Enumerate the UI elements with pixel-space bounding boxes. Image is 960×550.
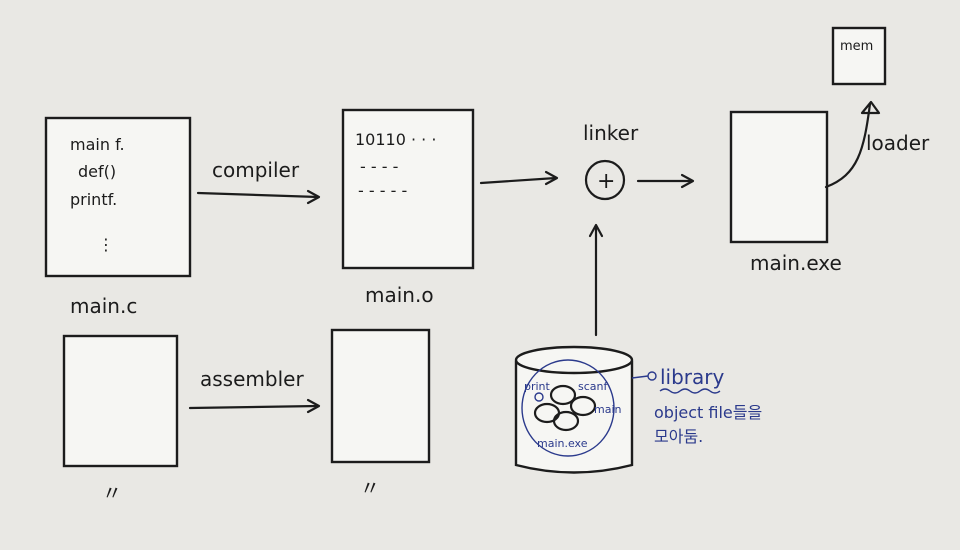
linker-label: linker [583, 121, 639, 145]
object-file-box [341, 108, 475, 270]
source-file-caption: main.c [70, 294, 137, 318]
asm-object-box [330, 328, 431, 464]
library-object-4 [552, 410, 580, 432]
library-item-scanf: scanf [578, 380, 608, 393]
object-line-3: - - - - - [358, 181, 407, 200]
source-line-4: ⋮ [98, 235, 114, 254]
source-file-box [44, 116, 192, 278]
library-label: library [660, 365, 725, 389]
library-object-2 [549, 384, 577, 406]
assembler-arrowhead [306, 398, 321, 414]
linker-symbol: + [597, 169, 615, 194]
loader-arrow [824, 102, 872, 189]
library-item-print: print [524, 380, 551, 393]
object-line-1: 10110 · · · [355, 130, 436, 149]
asm-source-caption: 〃 [102, 481, 122, 505]
library-underline [659, 388, 721, 394]
asm-source-box [62, 334, 179, 468]
memory-box [831, 26, 887, 86]
asm-object-caption: 〃 [360, 476, 380, 500]
source-line-2: def() [78, 162, 116, 181]
source-line-1: main f. [70, 135, 125, 154]
library-item-main: main [594, 403, 622, 416]
cylinder-body [514, 360, 634, 474]
library-note-line-1: object file들을 [654, 403, 762, 422]
linker-circle [584, 159, 626, 201]
exe-file-box [729, 110, 829, 244]
object-line-2: - - - - [360, 157, 398, 176]
compiler-arrowhead [306, 189, 321, 205]
library-blue-outline [521, 359, 615, 457]
object-file-caption: main.o [365, 283, 434, 307]
source-line-3: printf. [70, 190, 117, 209]
library-item-main-exe: main.exe [537, 437, 588, 450]
library-note-line-2: 모아둠. [654, 427, 703, 446]
compiler-label: compiler [212, 158, 300, 182]
assembler-label: assembler [200, 367, 304, 391]
compiler-arrow [196, 191, 320, 199]
library-dot-icon [534, 392, 544, 402]
library-object-3 [569, 395, 597, 417]
linker-to-exe-arrowhead [680, 173, 695, 189]
loader-arrowhead [860, 100, 881, 115]
assembler-arrow [188, 404, 320, 410]
exe-file-caption: main.exe [750, 251, 842, 275]
loader-label: loader [866, 131, 930, 155]
library-to-linker-arrowhead [588, 223, 604, 238]
library-callout-line [631, 375, 649, 379]
memory-label: mem [840, 39, 873, 54]
object-to-linker-arrow [479, 176, 558, 185]
library-cylinder: print scanf main main.exe [514, 345, 634, 474]
library-callout-dot [647, 371, 657, 381]
object-to-linker-arrowhead [544, 170, 559, 186]
